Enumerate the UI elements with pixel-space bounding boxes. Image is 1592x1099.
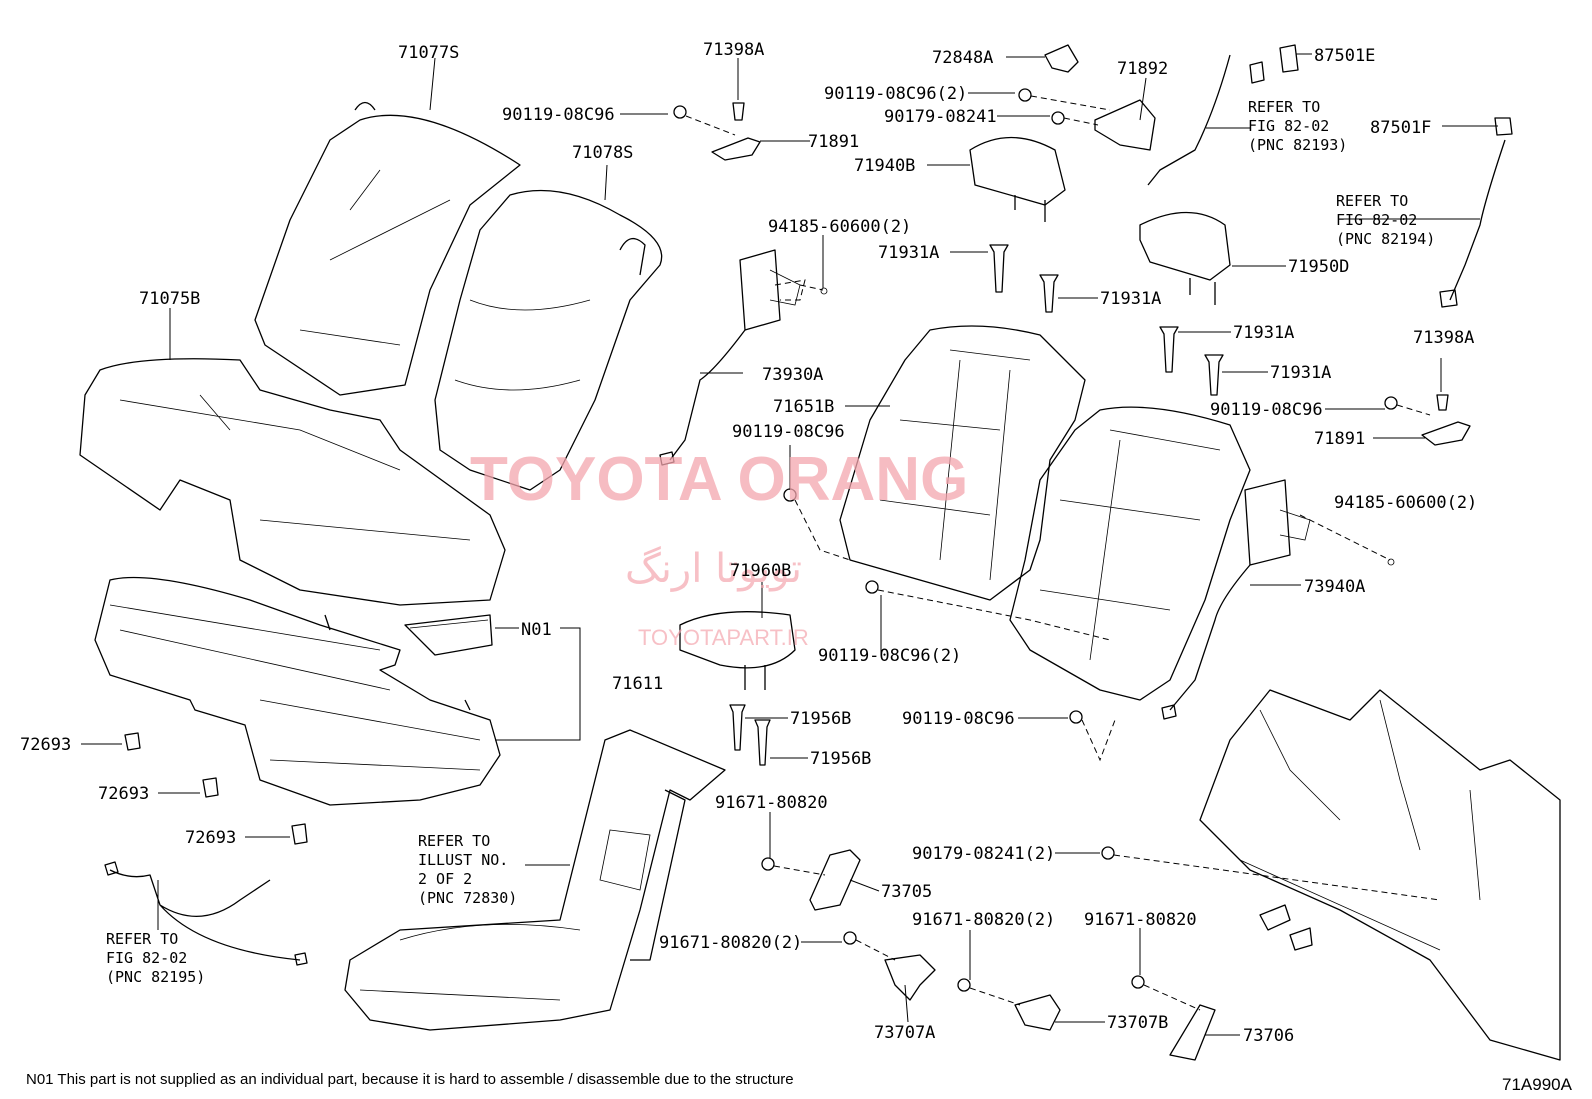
seat-belt-87501F [1439, 117, 1513, 308]
part-label: 90119-08C96 [502, 105, 615, 125]
reference-note-82193: REFER TO FIG 82-02 (PNC 82193) [1248, 98, 1347, 154]
part-labels: 71077S 71398A 90119-08C96 71891 72848A 9… [20, 40, 1477, 1046]
guides-71956B [729, 704, 771, 766]
part-label: 87501F [1370, 118, 1431, 138]
reference-note-72830: REFER TO ILLUST NO. 2 OF 2 (PNC 72830) [418, 832, 517, 907]
reference-line: REFER TO [1336, 192, 1408, 210]
seat-cushion-cover-71075B [79, 358, 506, 606]
brackets-73705-73707 [809, 849, 1216, 1061]
part-label: 71940B [854, 156, 915, 176]
part-label: 71931A [1233, 323, 1294, 343]
part-label: 87501E [1314, 46, 1375, 66]
footnote: N01 This part is not supplied as an indi… [26, 1071, 794, 1088]
part-label: 94185-60600(2) [1334, 493, 1477, 513]
part-label: 73705 [881, 882, 932, 902]
headrest-71960B [679, 611, 796, 690]
part-label: 73706 [1243, 1026, 1294, 1046]
watermark-brand: TOYOTA ORANG [470, 445, 968, 514]
part-label: 71931A [878, 243, 939, 263]
side-airbag-73930A [659, 249, 801, 466]
brackets-71891 [711, 137, 1471, 446]
watermark-site: TOYOTAPART.IR [638, 625, 809, 650]
seat-back-frame-right [1009, 406, 1251, 701]
part-label: 91671-80820 [715, 793, 828, 813]
side-airbag-73940A [1161, 479, 1311, 720]
part-label: 90119-08C96(2) [818, 646, 961, 666]
illustration-code: 71A990A [1502, 1075, 1573, 1094]
part-label: 71950D [1288, 257, 1349, 277]
seat-back-cover-71077S [254, 101, 521, 396]
part-label: 71077S [398, 43, 459, 63]
part-label: 71651B [773, 397, 834, 417]
watermark-persian: تویوتا ارنگ [625, 546, 802, 592]
seat-belt-87501E [1147, 44, 1299, 186]
part-label: 90179-08241 [884, 107, 997, 127]
part-label: 71891 [1314, 429, 1365, 449]
part-label: 72693 [20, 735, 71, 755]
part-label: 90119-08C96 [902, 709, 1015, 729]
guides-71931A [989, 244, 1224, 396]
reference-line: (PNC 72830) [418, 889, 517, 907]
reference-line: FIG 82-02 [1248, 117, 1329, 135]
part-label: 71611 [612, 674, 663, 694]
wire-harness-82195 [104, 861, 308, 966]
bolts-and-nuts [673, 88, 1449, 992]
reference-note-82195: REFER TO FIG 82-02 (PNC 82195) [106, 930, 205, 986]
part-label: 71956B [790, 709, 851, 729]
part-label: 91671-80820(2) [659, 933, 802, 953]
part-label: 71078S [572, 143, 633, 163]
part-label: 71891 [808, 132, 859, 152]
part-label: 94185-60600(2) [768, 217, 911, 237]
part-label: N01 [521, 620, 552, 640]
reference-line: REFER TO [418, 832, 490, 850]
part-label: 73930A [762, 365, 823, 385]
body-panel [1199, 689, 1561, 1061]
part-label: 90119-08C96(2) [824, 84, 967, 104]
part-label: 71398A [1413, 328, 1474, 348]
part-label: 71931A [1100, 289, 1161, 309]
clip-72693-set [124, 732, 308, 845]
part-label: 71075B [139, 289, 200, 309]
part-label: 72693 [98, 784, 149, 804]
reference-line: (PNC 82194) [1336, 230, 1435, 248]
headrest-71940B [969, 136, 1066, 222]
part-label: 90119-08C96 [1210, 400, 1323, 420]
reference-line: 2 OF 2 [418, 870, 472, 888]
part-label: 73707B [1107, 1013, 1168, 1033]
bracket-71892 [1094, 99, 1156, 151]
part-label: 91671-80820 [1084, 910, 1197, 930]
reference-line: (PNC 82193) [1248, 136, 1347, 154]
reference-line: ILLUST NO. [418, 851, 508, 869]
reference-line: (PNC 82195) [106, 968, 205, 986]
part-label: 91671-80820(2) [912, 910, 1055, 930]
part-label: 71398A [703, 40, 764, 60]
reference-note-82194: REFER TO FIG 82-02 (PNC 82194) [1336, 192, 1435, 248]
part-label: 71892 [1117, 59, 1168, 79]
armrest-assembly [344, 729, 726, 1031]
part-label: 72693 [185, 828, 236, 848]
part-label: 71960B [730, 561, 791, 581]
leader-lines [81, 53, 1498, 1036]
headrest-71950D [1139, 211, 1231, 305]
reference-line: REFER TO [106, 930, 178, 948]
part-label: 73707A [874, 1023, 935, 1043]
cover-72848A [1044, 44, 1079, 73]
part-label: 90119-08C96 [732, 422, 845, 442]
dashed-lines [685, 95, 1441, 1011]
reference-line: REFER TO [1248, 98, 1320, 116]
part-label: 71931A [1270, 363, 1331, 383]
seat-back-frame-71651B [839, 325, 1086, 601]
seat-back-pad-71078S [434, 189, 663, 491]
reference-line: FIG 82-02 [106, 949, 187, 967]
part-label: 71956B [810, 749, 871, 769]
part-n01 [404, 614, 493, 656]
seat-cushion-pad-71611 [94, 576, 501, 806]
part-label: 72848A [932, 48, 993, 68]
part-label: 90179-08241(2) [912, 844, 1055, 864]
reference-line: FIG 82-02 [1336, 211, 1417, 229]
part-label: 73940A [1304, 577, 1365, 597]
